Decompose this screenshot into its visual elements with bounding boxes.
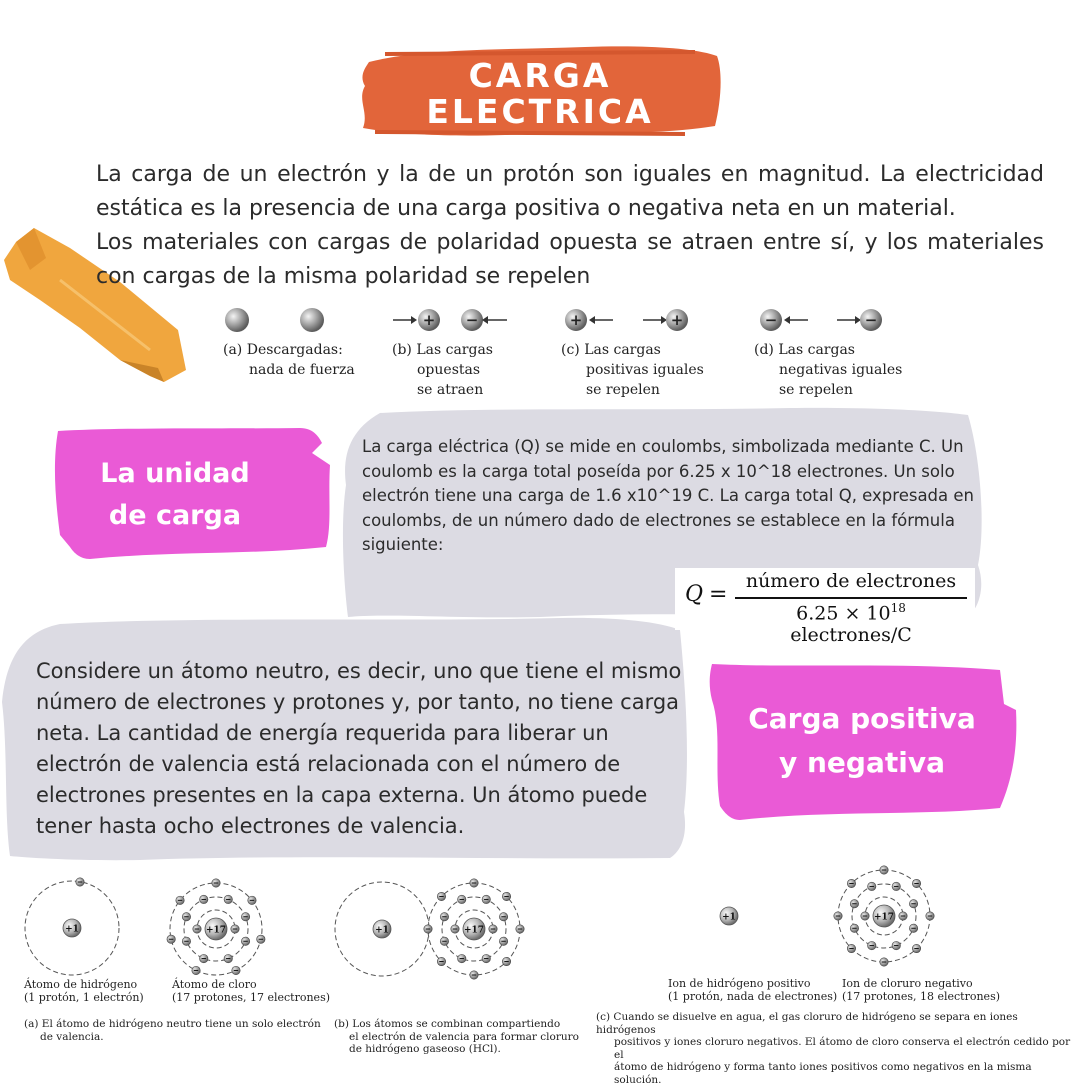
uncharged-ball-1 (225, 308, 249, 332)
grey-brush-background (2, 617, 687, 861)
electron-shell (441, 896, 507, 962)
minus-sign: − (765, 311, 778, 329)
caption-atoms-c: (c) Cuando se disuelve en agua, el gas c… (596, 1011, 1071, 1086)
formula-numerator: número de electrones (745, 570, 957, 592)
minus-sign: − (466, 311, 479, 329)
grey-brush-background (342, 407, 982, 618)
caption-d: (d) Las cargas negativas iguales se repe… (754, 342, 903, 398)
nucleus-label: +1 (65, 925, 79, 935)
hydrogen-atom-label: Átomo de hidrógeno (1 protón, 1 electrón… (24, 978, 144, 1004)
positive-charge-ball (418, 309, 440, 331)
tape-decoration (4, 228, 186, 382)
negative-charge-ball (461, 309, 483, 331)
plus-sign: + (423, 311, 436, 329)
chloride-ion-label: Ion de cloruro negativo (17 protones, 18… (842, 977, 1001, 1003)
electron-shell (24, 880, 120, 976)
positive-charge-ball (666, 309, 688, 331)
negative-charge-ball (760, 309, 782, 331)
uncharged-ball-2 (300, 308, 324, 332)
nucleus-label: +1 (375, 926, 389, 936)
nucleus (872, 904, 896, 928)
pink-brush-label (709, 664, 1017, 820)
caption-atoms-b: (b) Los átomos se combinan compartiendo … (334, 1018, 579, 1055)
atoms-figure: +1 +17 +1 +17 +1 +17 Átomo de hidrógeno (1 pr… (0, 860, 1080, 1086)
pink-brush-label (54, 428, 330, 559)
page-title: CARGA ELECTRICA (355, 58, 725, 130)
title-line-2: ELECTRICA (426, 92, 654, 131)
charge-formula: Q = número de electrones 6.25 × 1018 ele… (675, 568, 975, 646)
electron-shell (183, 896, 249, 962)
title-brush-stroke (362, 46, 721, 136)
formula-denominator: 6.25 × 1018 electrones/C (790, 601, 912, 647)
caption-c: (c) Las cargas positivas iguales se repe… (561, 342, 704, 398)
nucleus-label: +1 (722, 913, 736, 923)
nucleus (204, 917, 228, 941)
intro-paragraph-1: La carga de un electrón y la de un protó… (96, 162, 1044, 221)
charges-diagram: + − + + − − (225, 308, 882, 332)
caption-b: (b) Las cargas opuestas se atraen (392, 342, 493, 398)
caption-atoms-a: (a) El átomo de hidrógeno neutro tiene u… (24, 1018, 321, 1043)
unit-of-charge-text: La carga eléctrica (Q) se mide en coulom… (362, 437, 974, 554)
intro-text: La carga de un electrón y la de un protó… (96, 158, 1044, 294)
intro-paragraph-2: Los materiales con cargas de polaridad o… (96, 230, 1044, 289)
nucleus-label: +17 (874, 913, 894, 923)
atoms-diagram: +1 +17 +1 +17 +1 +17 (24, 865, 935, 980)
electron-shell (851, 883, 917, 949)
nucleus (462, 917, 486, 941)
negative-charge-ball (860, 309, 882, 331)
minus-sign: − (865, 311, 878, 329)
title-line-1: CARGA (468, 56, 612, 95)
plus-sign: + (671, 311, 684, 329)
neutral-atom-text: Considere un átomo neutro, es decir, uno… (36, 659, 682, 838)
plus-sign: + (570, 311, 583, 329)
nucleus (62, 918, 82, 938)
hydrogen-ion-label: Ion de hidrógeno positivo (1 protón, nad… (668, 977, 838, 1003)
nucleus-label: +17 (206, 926, 226, 936)
formula-lhs: Q (685, 582, 704, 607)
positive-charge-ball (565, 309, 587, 331)
caption-a: (a) Descargadas: nada de fuerza (223, 342, 355, 378)
chlorine-atom-label: Átomo de cloro (17 protones, 17 electron… (172, 978, 331, 1004)
formula-equals: = (709, 582, 728, 607)
nucleus (372, 919, 392, 939)
charges-figure: + − + + − − (a) Descargadas: nada de fue… (215, 300, 915, 405)
unit-of-charge-label: La unidad de carga (100, 458, 250, 531)
nucleus (719, 906, 739, 926)
fraction-bar (735, 597, 967, 599)
positive-negative-label: Carga positiva y negativa (748, 702, 976, 779)
nucleus-label: +17 (464, 926, 484, 936)
